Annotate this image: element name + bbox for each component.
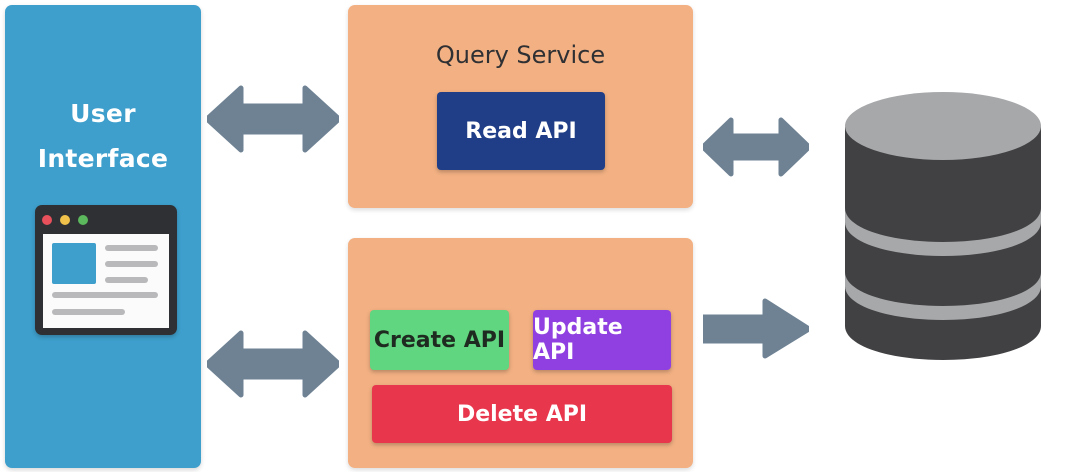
delete-api-box[interactable]: Delete API bbox=[372, 385, 672, 443]
content-text-line bbox=[52, 292, 158, 298]
window-minimize-dot-icon bbox=[60, 215, 70, 225]
browser-titlebar bbox=[42, 211, 88, 229]
arrow-command-service-to-database-icon bbox=[703, 295, 809, 363]
arrow-ui-to-command-service-icon bbox=[207, 325, 339, 403]
database-icon[interactable] bbox=[843, 90, 1043, 362]
content-text-line bbox=[105, 245, 158, 251]
content-text-line bbox=[52, 309, 125, 315]
update-api-box[interactable]: Update API bbox=[533, 310, 671, 370]
content-thumbnail-icon bbox=[52, 243, 96, 284]
window-close-dot-icon bbox=[42, 215, 52, 225]
query-service-panel[interactable]: Query Service bbox=[348, 5, 693, 208]
query-service-title: Query Service bbox=[435, 41, 606, 69]
browser-window-icon bbox=[35, 205, 177, 335]
content-text-line bbox=[105, 277, 148, 283]
arrow-query-service-to-database-icon bbox=[703, 113, 809, 181]
user-interface-panel[interactable]: User Interface bbox=[5, 5, 201, 468]
user-interface-title-line-2: Interface bbox=[37, 144, 169, 173]
user-interface-title-line-1: User bbox=[70, 99, 136, 128]
browser-content-area bbox=[43, 234, 169, 328]
content-text-line bbox=[105, 261, 158, 267]
user-interface-title: User Interface bbox=[5, 91, 201, 181]
read-api-box[interactable]: Read API bbox=[437, 92, 605, 170]
create-api-box[interactable]: Create API bbox=[370, 310, 509, 370]
window-maximize-dot-icon bbox=[78, 215, 88, 225]
arrow-ui-to-query-service-icon bbox=[207, 80, 339, 158]
